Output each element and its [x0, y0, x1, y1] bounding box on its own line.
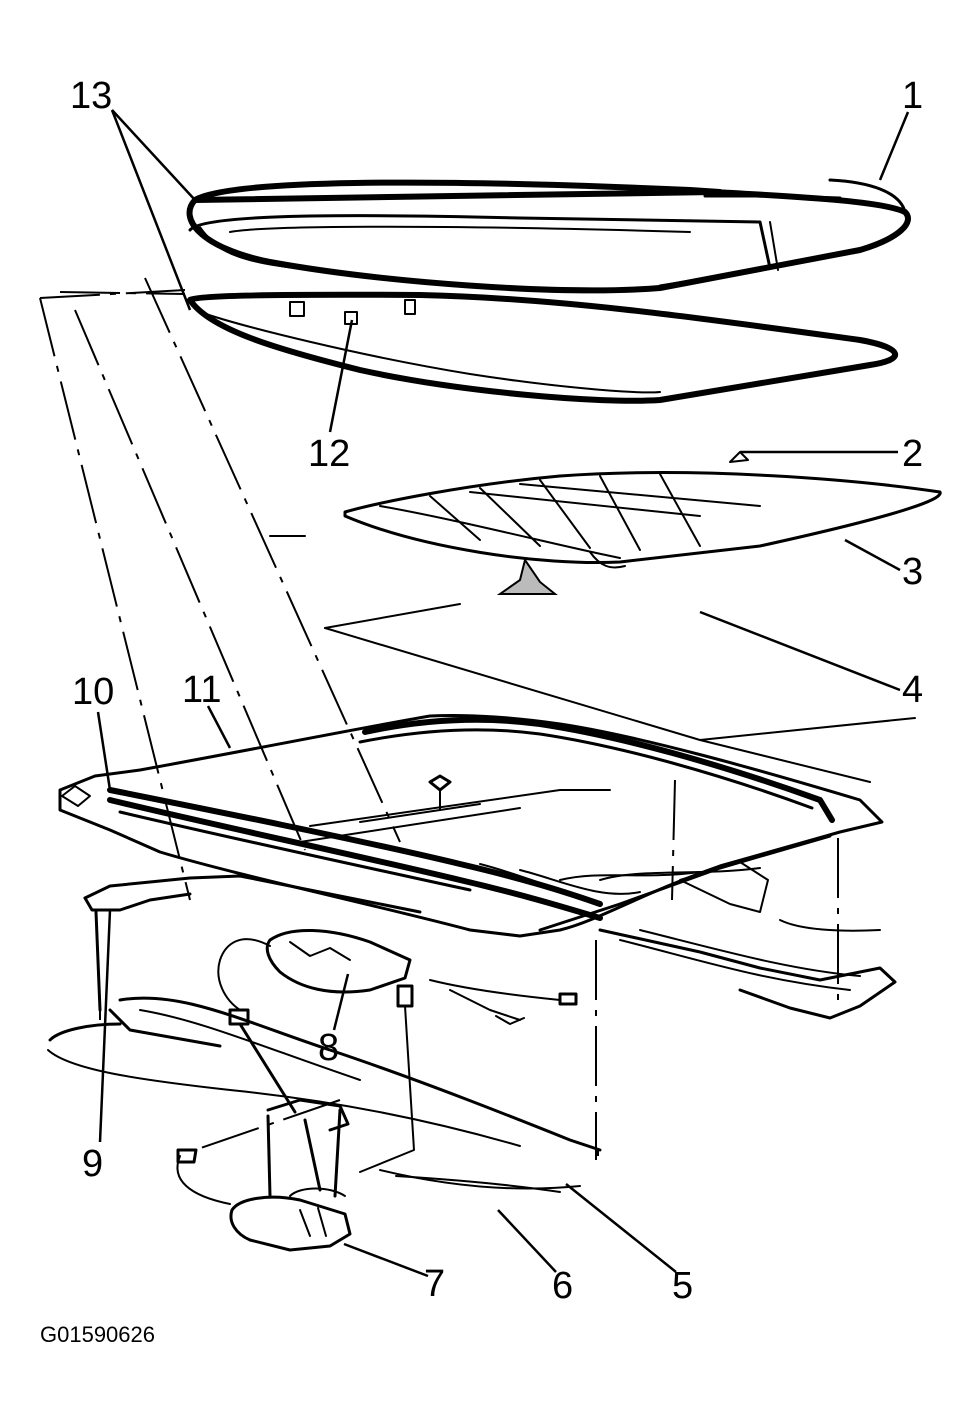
callout-13: 13: [70, 75, 112, 117]
callout-2: 2: [902, 433, 923, 475]
deflector-panel: [269, 535, 916, 783]
callout-1: 1: [902, 75, 923, 117]
sunroof-housing: [58, 713, 884, 938]
callout-9: 9: [82, 1143, 103, 1185]
leader-10: [96, 711, 112, 791]
figure-code: G01590626: [40, 1322, 155, 1347]
leader-12: [328, 319, 354, 433]
control-module: [217, 928, 578, 1173]
callout-10: 10: [72, 671, 114, 713]
leader-5: [565, 1183, 677, 1273]
leader-1: [878, 111, 910, 181]
callout-3: 3: [902, 551, 923, 593]
callout-7: 7: [424, 1263, 445, 1305]
lower-frame-tray: [47, 874, 897, 1152]
callout-5: 5: [672, 1265, 693, 1307]
callout-4: 4: [902, 669, 923, 711]
callout-11: 11: [182, 669, 221, 711]
drive-motor-and-cables: [176, 1022, 581, 1252]
leader-7: [343, 1242, 429, 1278]
callout-6: 6: [552, 1265, 573, 1307]
alignment-lines: [39, 277, 839, 1160]
leader-9: [98, 909, 112, 1143]
sunshade-assembly: [343, 451, 942, 595]
leader-11: [206, 705, 232, 749]
glass-panel-assembly: [186, 178, 911, 294]
callout-12: 12: [308, 433, 350, 475]
leader-lines: [96, 109, 910, 1278]
leader-8: [332, 973, 350, 1031]
callout-8: 8: [318, 1027, 339, 1069]
frame-seal: [187, 291, 898, 404]
leader-4: [699, 610, 901, 692]
leader-3: [844, 538, 901, 572]
callout-labels: 1 2 3 4 5 6 7 8 9 10 11 12 13 G01590626: [40, 75, 923, 1347]
leader-6: [497, 1209, 557, 1273]
leader-13a: [111, 109, 196, 201]
leader-13b: [110, 109, 192, 311]
